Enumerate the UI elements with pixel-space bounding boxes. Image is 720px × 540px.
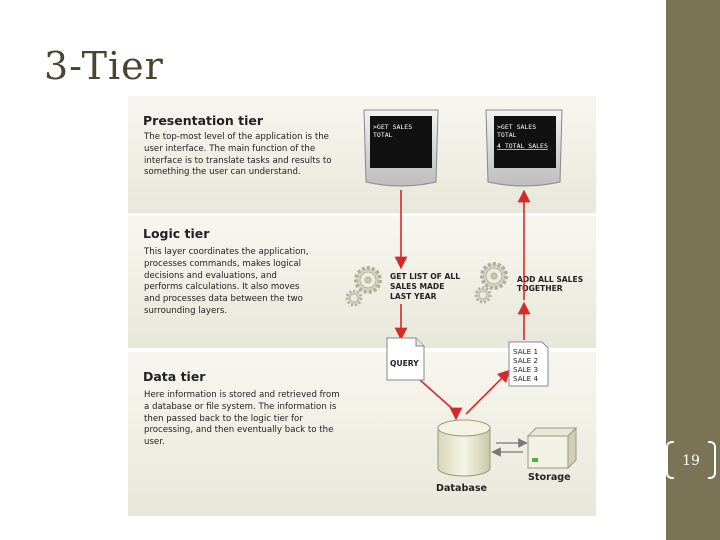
right-gears-icon xyxy=(474,262,508,304)
query-label: QUERY xyxy=(390,359,419,368)
three-tier-diagram: Presentation tier The top-most level of … xyxy=(128,96,596,516)
data-tier-heading: Data tier xyxy=(143,369,206,384)
left-monitor-icon: >GET SALES TOTAL xyxy=(363,109,439,187)
presentation-tier-heading: Presentation tier xyxy=(143,113,264,128)
right-monitor-icon: >GET SALES TOTAL 4 TOTAL SALES xyxy=(485,109,563,187)
sale-item-3: SALE 3 xyxy=(513,365,538,374)
logic-action-left-2: SALES MADE xyxy=(390,282,444,291)
presentation-tier-description: The top-most level of the application is… xyxy=(144,132,332,178)
page-number-bracket-left xyxy=(666,441,674,479)
sale-item-1: SALE 1 xyxy=(513,347,538,356)
left-screen-line-1: >GET SALES xyxy=(373,123,412,131)
arrow-query-to-db xyxy=(419,379,463,421)
slide-title: 3-Tier xyxy=(44,44,164,88)
storage-icon: Storage xyxy=(526,426,578,483)
sale-item-4: SALE 4 xyxy=(513,374,538,383)
arrow-db-to-list xyxy=(465,369,511,415)
page-number: 19 xyxy=(682,453,700,469)
sales-list-document-icon: SALE 1 SALE 2 SALE 3 SALE 4 xyxy=(508,341,549,387)
right-screen-line-2: TOTAL xyxy=(497,131,517,139)
diagram-graphics: >GET SALES TOTAL >GET SALES TOTAL 4 TOTA… xyxy=(345,109,583,494)
side-bar xyxy=(666,0,720,540)
page-number-bracket-right xyxy=(708,441,716,479)
database-label: Database xyxy=(436,483,488,494)
sale-item-2: SALE 2 xyxy=(513,356,538,365)
data-tier-description: Here information is stored and retrieved… xyxy=(144,390,340,448)
logic-action-right-1: ADD ALL SALES xyxy=(517,275,583,284)
logic-action-right-2: TOGETHER xyxy=(517,284,563,293)
storage-label: Storage xyxy=(528,472,571,483)
logic-action-left-3: LAST YEAR xyxy=(390,292,437,301)
database-icon: Database xyxy=(436,419,491,494)
logic-action-left-1: GET LIST OF ALL xyxy=(390,272,460,281)
logic-tier-description: This layer coordinates the application, … xyxy=(144,247,309,316)
right-screen-line-1: >GET SALES xyxy=(497,123,536,131)
query-document-icon: QUERY xyxy=(386,337,425,381)
logic-tier-heading: Logic tier xyxy=(143,226,210,241)
left-screen-line-2: TOTAL xyxy=(373,131,393,139)
right-screen-line-3: 4 TOTAL SALES xyxy=(497,142,548,150)
left-gears-icon xyxy=(345,266,382,307)
